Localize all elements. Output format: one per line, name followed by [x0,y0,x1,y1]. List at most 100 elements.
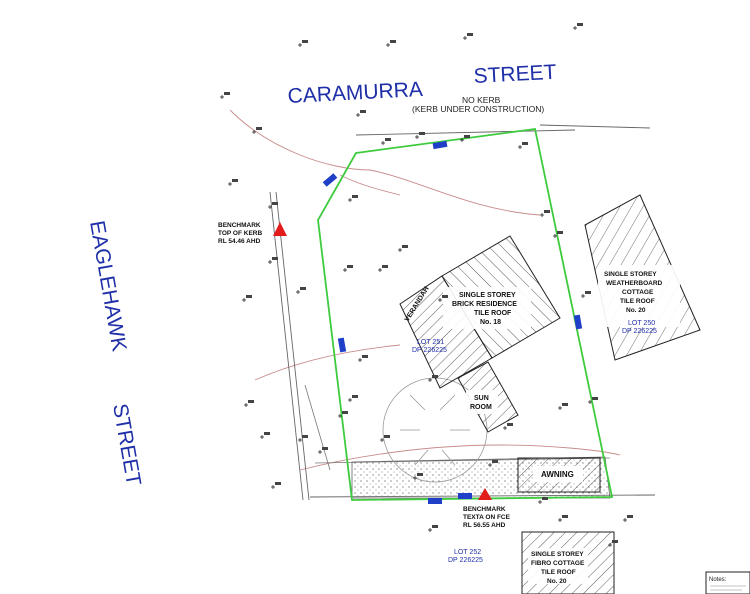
spot-level-mark [380,435,390,442]
spot-level-mark [348,395,358,402]
lot-252-line1: LOT 252 [454,549,481,556]
spot-level-mark [398,245,408,252]
spot-level-mark [415,132,425,139]
lot-252-line2: DP 226225 [448,557,483,564]
spot-level-mark [268,202,278,209]
cottage-east-line5: No. 20 [626,307,646,314]
spot-level-mark [488,460,498,467]
benchmark-south: BENCHMARK TEXTA ON FCE RL 56.55 AHD [463,488,511,529]
boundary-tag [573,314,583,330]
spot-level-mark [358,355,368,362]
spot-level-mark [252,127,262,134]
spot-level-mark [338,411,348,418]
notes-box: Notes: [705,571,750,594]
street-name-eaglehawk: EAGLEHAWK [85,219,131,353]
spot-level-mark [228,179,238,186]
boundary-tag [322,173,338,187]
spot-level-mark [463,33,473,40]
neighbour-cottage-east [584,194,701,361]
sunroom-line1: SUN [474,395,489,402]
cottage-east-line3: COTTAGE [622,289,654,296]
cottage-east-line1: SINGLE STOREY [604,271,657,278]
benchmark-west-triangle [273,222,287,236]
spot-level-mark [558,515,568,522]
sunroom-line2: ROOM [470,404,492,411]
spot-level-mark [428,375,438,382]
spot-level-mark [381,138,391,145]
spot-level-mark [378,265,388,272]
residence-line2: BRICK RESIDENCE [452,301,517,308]
spot-level-mark [268,257,278,264]
spot-level-mark [558,403,568,410]
spot-level-mark [608,540,618,547]
fence-line [304,384,611,471]
street-name-street-west: STREET [108,402,145,488]
spot-level-mark [296,287,306,294]
cottage-east-line4: TILE ROOF [620,298,655,305]
spot-level-mark [348,195,358,202]
boundary-tag [428,498,442,504]
spot-level-mark [623,515,633,522]
benchmark-west-line3: RL 54.46 AHD [218,238,261,245]
spot-level-mark [298,40,308,47]
awning-structure [517,457,601,493]
benchmark-south-line2: TEXTA ON FCE [463,514,511,521]
spot-level-mark [271,482,281,489]
benchmark-south-line1: BENCHMARK [463,506,506,513]
spot-level-mark [356,110,366,117]
spot-level-mark [343,265,353,272]
spot-level-mark [553,231,563,238]
boundary-tags [322,140,583,504]
boundary-tag [458,493,472,499]
spot-level-mark [220,92,230,99]
benchmark-south-triangle [478,488,492,500]
fibro-line4: No. 20 [547,578,567,585]
awning-label: AWNING [541,470,574,479]
spot-level-mark [581,291,591,298]
spot-levels [220,23,633,547]
boundary-tag [432,140,448,150]
kerb-note-line1: NO KERB [462,95,501,105]
spot-level-mark [386,40,396,47]
lot-250-line2: DP 226225 [622,328,657,335]
lot-251-line2: DP 226225 [412,347,447,354]
spot-level-mark [260,432,270,439]
spot-level-mark [244,400,254,407]
residence-line3: TILE ROOF [474,310,512,317]
spot-level-mark [298,435,308,442]
street-name-street-north: STREET [473,61,557,88]
spot-level-mark [460,135,470,142]
cottage-east-line2: WEATHERBOARD [606,280,663,287]
benchmark-west-line2: TOP OF KERB [218,230,262,237]
lot-251-line1: LOT 251 [417,339,444,346]
residence-building [399,235,561,389]
benchmark-west-line1: BENCHMARK [218,222,261,229]
easement-lines [229,109,621,471]
neighbour-cottage-south [521,531,615,594]
benchmark-west: BENCHMARK TOP OF KERB RL 54.46 AHD [218,222,287,245]
fibro-line1: SINGLE STOREY [531,551,584,558]
street-name-caramurra: CARAMURRA [287,78,423,108]
spot-level-mark [503,423,513,430]
spot-level-mark [588,397,598,404]
boundary-tag [337,337,347,353]
lot-250-line1: LOT 250 [628,320,655,327]
spot-level-mark [538,497,548,504]
spot-level-mark [242,295,252,302]
spot-level-mark [318,447,328,454]
notes-title: Notes: [709,577,727,583]
spot-level-mark [540,210,550,217]
spot-level-mark [518,142,528,149]
residence-line4: No. 18 [480,319,501,326]
fibro-line2: FIBRO COTTAGE [531,560,585,567]
spot-level-mark [413,473,423,480]
fibro-line3: TILE ROOF [541,569,576,576]
benchmark-south-line3: RL 56.55 AHD [463,522,506,529]
sunroom-building [457,361,519,433]
spot-level-mark [573,23,583,30]
kerb-note-line2: (KERB UNDER CONSTRUCTION) [412,104,544,114]
residence-line1: SINGLE STOREY [459,292,516,299]
spot-level-mark [428,525,438,532]
spot-level-mark [438,295,448,302]
